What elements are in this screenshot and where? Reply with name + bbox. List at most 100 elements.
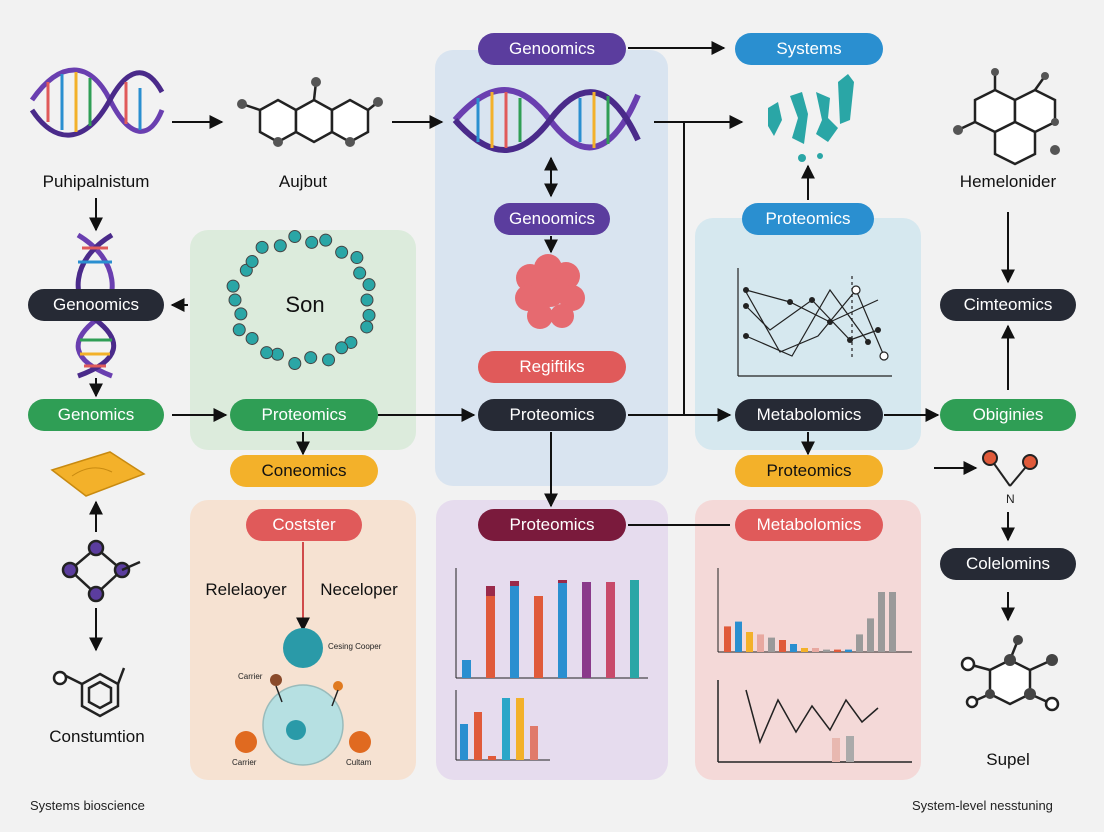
ring-atom: [353, 266, 367, 280]
ring-atom: [305, 235, 319, 249]
pill-genoomics-left[interactable]: Genoomics: [28, 289, 164, 321]
bar: [534, 596, 543, 678]
ring-atom: [362, 278, 376, 292]
bar: [630, 580, 639, 678]
pill-coneomics[interactable]: Coneomics: [230, 455, 378, 487]
bar: [746, 632, 753, 652]
bar-stack: [558, 580, 567, 583]
pill-colelomins[interactable]: Colelomins: [940, 548, 1076, 580]
sheet-icon: [50, 451, 146, 497]
bar: [582, 582, 591, 678]
pill-obiginies[interactable]: Obiginies: [940, 399, 1076, 431]
bar-chart-proteomics: [455, 568, 648, 679]
ring-atom: [228, 293, 242, 307]
ring-atom: [226, 279, 240, 293]
ring-atom: [232, 323, 246, 337]
bar-chart-metabolomics: [717, 568, 912, 653]
ring-atom: [245, 255, 259, 269]
molecule-supel-icon: [960, 635, 1060, 712]
ring-atom: [319, 233, 333, 247]
pill-proteomics-right-top[interactable]: Proteomics: [742, 203, 874, 235]
ring-atom: [288, 357, 302, 371]
label-aujbut: Aujbut: [278, 172, 328, 191]
line-chart-metabolomics: [717, 680, 912, 763]
bar: [779, 640, 786, 652]
pill-genomics[interactable]: Genomics: [28, 399, 164, 431]
bar: [878, 592, 885, 652]
label-carrier-bottom: Carrier: [232, 758, 257, 767]
label-n-atom: N: [1006, 492, 1015, 506]
bar: [486, 596, 495, 678]
ring-atom: [360, 320, 374, 334]
ring-atom: [350, 251, 364, 265]
bar: [735, 621, 742, 652]
label-constumtion: Constumtion: [49, 727, 145, 746]
bar: [801, 648, 808, 652]
ring-atom: [322, 353, 336, 367]
label-cesing-cooper: Cesing Cooper: [328, 642, 382, 651]
ring-atom: [245, 331, 259, 345]
protein-cluster-icon: [515, 254, 585, 329]
bar-chart-proteomics-lower: [455, 690, 550, 761]
bar: [790, 644, 797, 652]
label-son: Son: [285, 292, 325, 317]
bar: [834, 649, 841, 652]
pill-proteomics-center[interactable]: Proteomics: [478, 399, 626, 431]
bar: [856, 634, 863, 652]
ring-atom: [234, 307, 248, 321]
bar-stack: [486, 586, 495, 596]
bar: [462, 660, 471, 678]
footer-left: Systems bioscience: [30, 798, 145, 813]
pill-metabolomics-pink[interactable]: Metabolomics: [735, 509, 883, 541]
ring-atom: [270, 347, 284, 361]
ring-atom: [335, 245, 349, 259]
pill-genoomics-mid[interactable]: Genoomics: [494, 203, 610, 235]
label-puhipalnistum: Puhipalnistum: [42, 172, 150, 191]
dna-helix-center-icon: [452, 87, 641, 153]
pill-proteomics-green[interactable]: Proteomics: [230, 399, 378, 431]
bar: [724, 626, 731, 652]
bar: [845, 649, 852, 652]
ring-atom: [288, 229, 302, 243]
label-relelaoyer: Relelaoyer: [205, 580, 287, 599]
bar: [823, 649, 830, 652]
ring-atom: [260, 346, 274, 360]
cell-diagram-icon: [235, 628, 371, 766]
arrows: [89, 41, 1015, 652]
bar: [768, 637, 775, 652]
label-hemelonider: Hemelonider: [959, 172, 1057, 191]
label-supel: Supel: [986, 750, 1030, 769]
ring-atom: [360, 293, 374, 307]
label-carrier-left: Carrier: [238, 672, 263, 681]
benzene-constumtion-icon: [52, 667, 126, 718]
molecule-hemelonider-icon: [953, 68, 1060, 166]
pill-genoomics-top[interactable]: Genoomics: [478, 33, 626, 65]
pill-regitiks[interactable]: Regiftiks: [478, 351, 626, 383]
molecule-square-icon: [61, 539, 141, 603]
ring-atom: [273, 239, 287, 253]
network-graph-icon: [737, 268, 892, 377]
bar: [889, 592, 896, 652]
pill-proteomics-orange[interactable]: Proteomics: [735, 455, 883, 487]
pill-metabolomics-center[interactable]: Metabolomics: [735, 399, 883, 431]
ring-atom: [304, 351, 318, 365]
ring-atom: [255, 240, 269, 254]
molecule-aujbut-icon: [237, 77, 383, 147]
pill-systems-top[interactable]: Systems: [735, 33, 883, 65]
bar: [558, 583, 567, 678]
molecule-small-right-icon: [982, 450, 1038, 487]
pill-proteomics-purple[interactable]: Proteomics: [478, 509, 626, 541]
dna-helix-top-left-icon: [29, 67, 165, 138]
pill-cimteomics[interactable]: Cimteomics: [940, 289, 1076, 321]
pill-costster[interactable]: Costster: [246, 509, 362, 541]
bar-stack: [510, 581, 519, 586]
bar: [510, 586, 519, 678]
systems-structure-icon: [768, 74, 854, 162]
ring-atom: [335, 341, 349, 355]
ring-atom: [362, 308, 376, 322]
protein-ring-son-icon: [226, 229, 376, 371]
bar: [812, 648, 819, 652]
label-neceloper: Neceloper: [320, 580, 398, 599]
